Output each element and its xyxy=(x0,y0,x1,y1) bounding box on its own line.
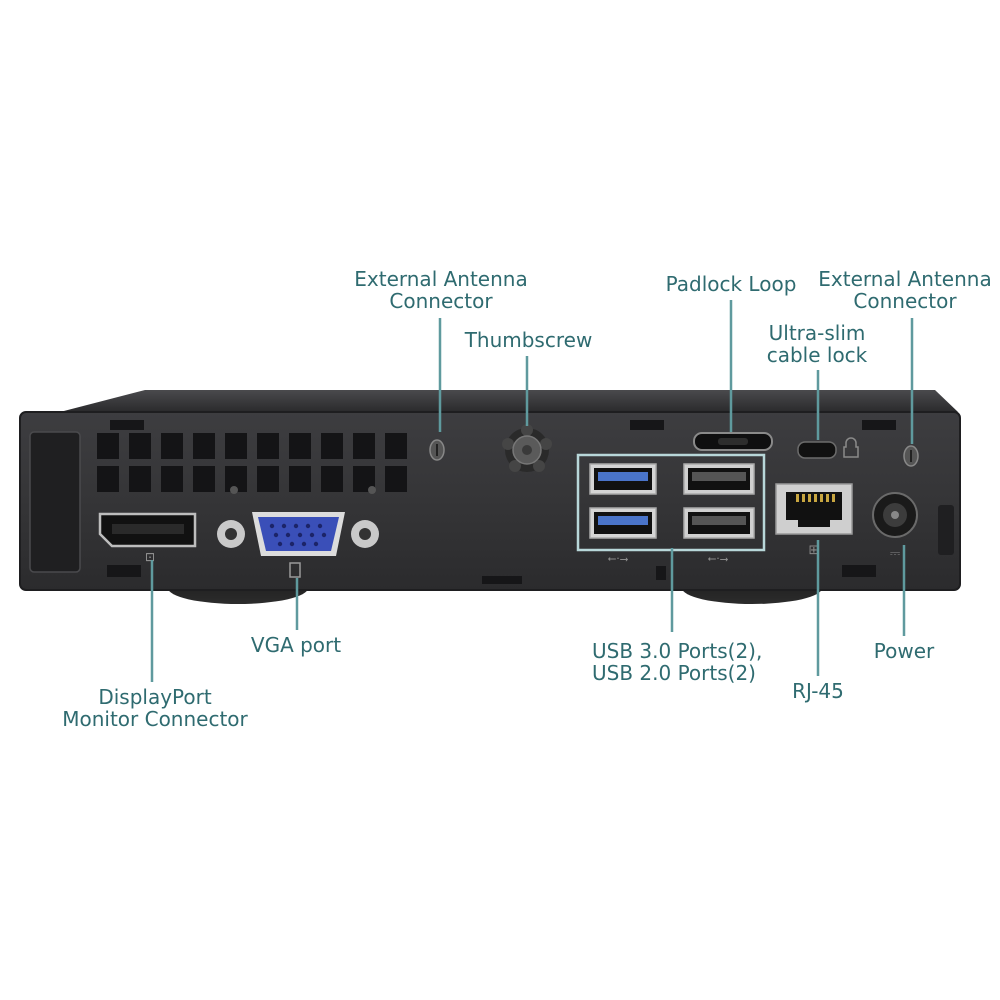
label-power: Power xyxy=(873,639,935,663)
network-symbol-icon: ⊞ xyxy=(809,543,820,558)
antenna-connector-right xyxy=(903,445,919,467)
mini-pc-chassis xyxy=(19,390,961,604)
label-thumbscrew: Thumbscrew xyxy=(464,328,593,352)
padlock-icon xyxy=(843,437,859,458)
power-symbol-icon: ⎓ xyxy=(890,546,900,561)
usb-port-group: ⭠·⭢ ⭠·⭢ xyxy=(576,453,766,565)
displayport-symbol-icon: ⊡ xyxy=(145,550,155,564)
chassis-top xyxy=(60,390,958,412)
label-vga-port: VGA port xyxy=(250,633,342,657)
leader-lines xyxy=(150,300,914,682)
label-external-antenna-right: External Antenna Connector xyxy=(818,267,992,313)
usb2-port-bottom xyxy=(683,507,755,539)
chassis-side-bezel xyxy=(29,431,81,573)
displayport-connector: ⊡ xyxy=(98,512,197,564)
thumbscrew xyxy=(502,424,552,472)
label-displayport: DisplayPort Monitor Connector xyxy=(62,685,248,731)
vga-symbol-icon xyxy=(289,562,301,578)
padlock-loop xyxy=(693,432,773,451)
label-cable-lock: Ultra-slim cable lock xyxy=(766,321,868,367)
label-rj45: RJ-45 xyxy=(792,679,844,703)
label-external-antenna-left: External Antenna Connector xyxy=(354,267,528,313)
chassis-back-face xyxy=(19,411,961,591)
cable-lock-slot xyxy=(797,437,859,459)
power-connector: ⎓ xyxy=(872,492,918,561)
usb3-port-top xyxy=(589,463,657,495)
usb2-symbol-icon: ⭠·⭢ xyxy=(707,552,728,565)
vga-port xyxy=(217,512,379,578)
usb3-port-bottom xyxy=(589,507,657,539)
label-padlock-loop: Padlock Loop xyxy=(665,272,797,296)
label-usb-ports: USB 3.0 Ports(2), USB 2.0 Ports(2) xyxy=(592,639,763,685)
rj45-port: ⊞ xyxy=(775,483,853,558)
ventilation-grille xyxy=(97,433,407,494)
usb2-port-top xyxy=(683,463,755,495)
usb3-symbol-icon: ⭠·⭢ xyxy=(607,552,628,565)
antenna-connector-left xyxy=(429,439,445,461)
